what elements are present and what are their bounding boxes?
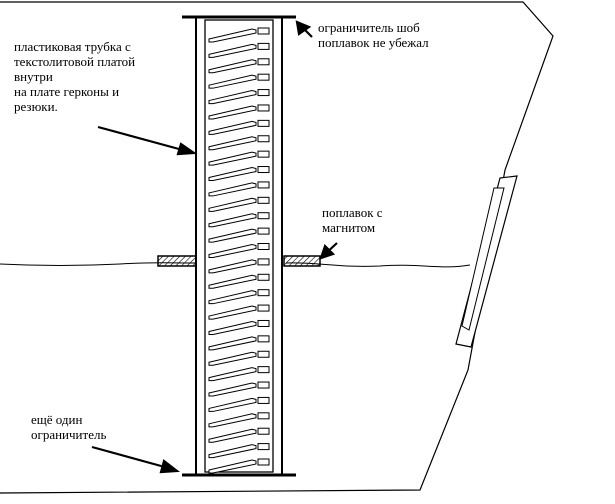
reed-switch (208, 274, 257, 289)
top-limiter-arrow (295, 20, 313, 38)
reed-switch (208, 290, 257, 305)
reed-switch (208, 136, 257, 151)
resistor (257, 58, 270, 66)
resistor (257, 89, 270, 97)
resistor (257, 135, 270, 143)
float-right (283, 255, 321, 267)
reed-switch (208, 243, 257, 258)
reed-switch (208, 28, 257, 43)
reed-switch (208, 182, 257, 197)
resistor (257, 227, 270, 235)
float-arrow (319, 242, 338, 260)
resistor (257, 396, 270, 404)
tube-arrow (97, 125, 198, 156)
resistor (257, 42, 270, 50)
reed-switch (208, 197, 257, 212)
resistor (257, 27, 270, 35)
reed-switch (208, 228, 257, 243)
resistor (257, 119, 270, 127)
resistor (257, 458, 270, 466)
resistor (257, 196, 270, 204)
wall-mount (455, 175, 518, 348)
reed-switch (208, 351, 257, 366)
resistor (257, 335, 270, 343)
bottom-limiter-label: ещё один ограничитель (31, 412, 107, 442)
resistor (257, 273, 270, 281)
reed-switch (208, 259, 257, 274)
resistor (257, 304, 270, 312)
reed-switch (208, 90, 257, 105)
resistor (257, 73, 270, 81)
reed-switch (208, 428, 257, 443)
tube-inner (204, 19, 274, 473)
resistor (257, 212, 270, 220)
reed-switch (208, 105, 257, 120)
reed-switch (208, 59, 257, 74)
resistor (257, 181, 270, 189)
resistor (257, 166, 270, 174)
reed-switch (208, 382, 257, 397)
reed-switch (208, 74, 257, 89)
reed-switch (208, 336, 257, 351)
bottom-limiter-arrow (91, 445, 180, 474)
resistor (257, 381, 270, 389)
reed-switch (208, 305, 257, 320)
reed-switch (208, 167, 257, 182)
tank-outline (0, 1, 554, 494)
float-label: поплавок с магнитом (322, 205, 383, 235)
top-limiter-label: ограничитель шоб поплавок не убежал (318, 20, 429, 50)
reed-switch (208, 459, 257, 474)
resistor (257, 412, 270, 420)
reed-switch (208, 367, 257, 382)
reed-switch-board (208, 27, 270, 474)
reed-switch (208, 320, 257, 335)
reed-switch (208, 213, 257, 228)
resistor (257, 104, 270, 112)
resistor (257, 319, 270, 327)
reed-switch (208, 151, 257, 166)
reed-switch (208, 413, 257, 428)
reed-switch (208, 43, 257, 58)
resistor (257, 427, 270, 435)
reed-switch (208, 120, 257, 135)
resistor (257, 258, 270, 266)
resistor (257, 150, 270, 158)
tube-label: пластиковая трубка с текстолитовой плато… (14, 39, 136, 114)
resistor (257, 350, 270, 358)
reed-switch (208, 444, 257, 459)
reed-switch (208, 397, 257, 412)
resistor (257, 289, 270, 297)
resistor (257, 366, 270, 374)
resistor (257, 243, 270, 250)
resistor (257, 443, 270, 451)
float-left (157, 255, 197, 267)
